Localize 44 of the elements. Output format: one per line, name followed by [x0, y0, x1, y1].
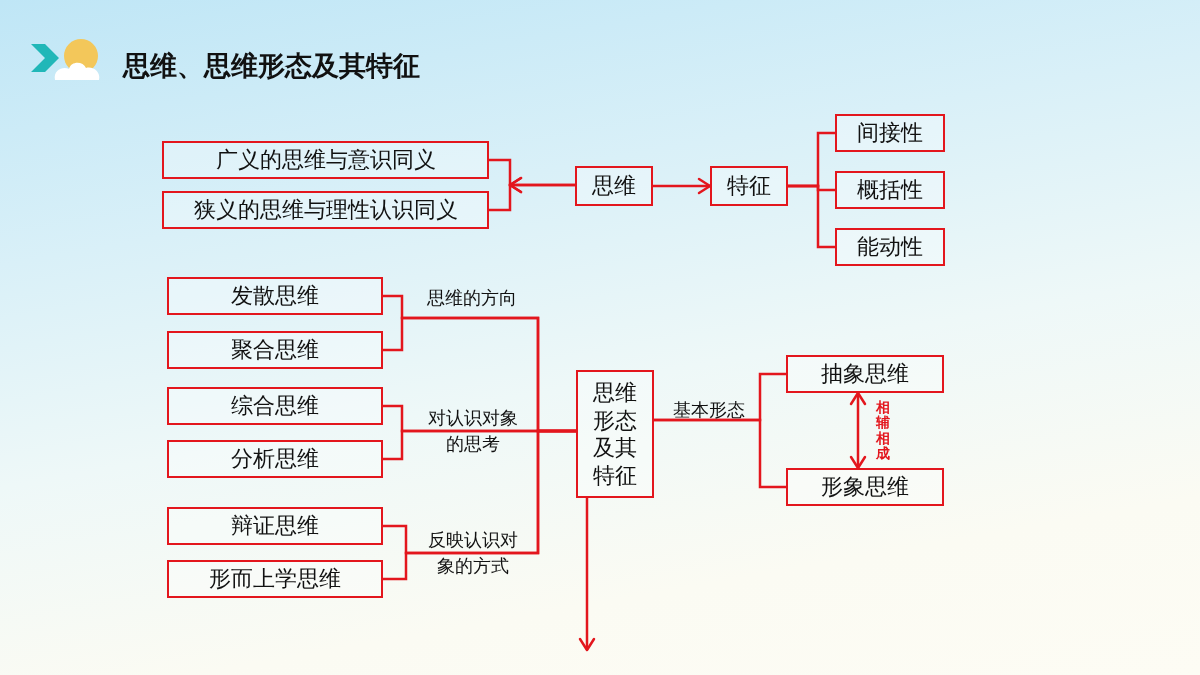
- connector-line: [654, 418, 786, 489]
- edge-label: 基本形态: [672, 398, 746, 422]
- box-text: 综合思维: [231, 392, 319, 420]
- concept-box: [167, 560, 383, 598]
- concept-box: [167, 507, 383, 545]
- box-text: 分析思维: [231, 445, 319, 473]
- edge-label: 对认识对象的思考: [428, 406, 518, 456]
- concept-box: [786, 355, 944, 393]
- box-text: 形象思维: [821, 473, 909, 501]
- concept-box: [167, 277, 383, 315]
- arrow: [578, 498, 596, 652]
- concept-box: [162, 191, 489, 229]
- box-text: 间接性: [857, 119, 923, 147]
- concept-box: [162, 141, 489, 179]
- concept-box: [710, 166, 788, 206]
- concept-box: [575, 166, 653, 206]
- concept-box: [835, 114, 945, 152]
- concept-box: [786, 468, 944, 506]
- arrow: [653, 177, 712, 195]
- box-text: 抽象思维: [821, 360, 909, 388]
- concept-box: [576, 370, 654, 498]
- connector-line: [788, 184, 835, 249]
- concept-box: [167, 331, 383, 369]
- box-text: 辩证思维: [231, 512, 319, 540]
- edge-label: 相辅相成: [876, 400, 890, 462]
- concept-box: [167, 387, 383, 425]
- box-text: 发散思维: [231, 282, 319, 310]
- arrow: [849, 391, 867, 470]
- box-text: 广义的思维与意识同义: [215, 146, 436, 174]
- concept-box: [167, 440, 383, 478]
- box-text: 聚合思维: [231, 336, 319, 364]
- box-text: 狭义的思维与理性认识同义: [193, 196, 458, 224]
- box-text: 思维形态及其特征: [592, 379, 638, 489]
- box-text: 概括性: [857, 176, 923, 204]
- box-text: 形而上学思维: [209, 565, 341, 593]
- concept-box: [835, 228, 945, 266]
- edge-label: 反映认识对象的方式: [428, 528, 518, 578]
- connector-line: [383, 429, 576, 581]
- title: 思维、思维形态及其特征: [123, 49, 420, 83]
- box-text: 特征: [727, 172, 771, 200]
- box-text: 能动性: [857, 233, 923, 261]
- edge-label: 思维的方向: [426, 286, 518, 310]
- concept-box: [835, 171, 945, 209]
- box-text: 思维: [592, 172, 636, 200]
